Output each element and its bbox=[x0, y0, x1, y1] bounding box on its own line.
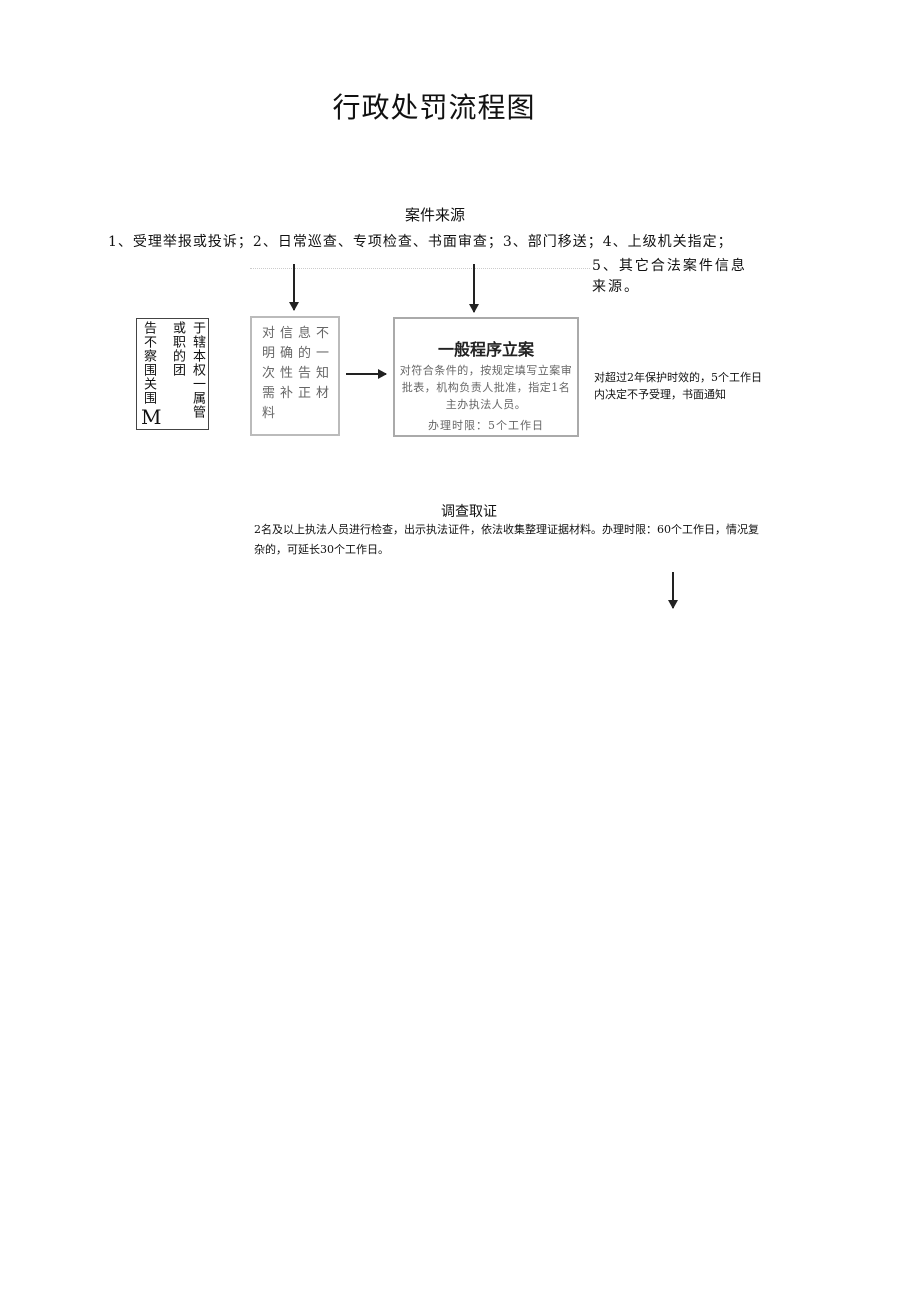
info-notice-box: 对信息不明确的一次性告知需补正材料 bbox=[250, 316, 340, 436]
general-procedure-body: 对符合条件的，按规定填写立案审批表，机构负责人批准，指定1名主办执法人员。 bbox=[399, 364, 573, 411]
investigation-heading: 调查取证 bbox=[441, 504, 497, 520]
jurisdiction-col-1: 于辖本权一属管 bbox=[190, 321, 205, 419]
general-procedure-heading: 一般程序立案 bbox=[437, 340, 534, 359]
page-title: 行政处罚流程图 bbox=[332, 91, 536, 124]
jurisdiction-col-3: 告不察围关围 bbox=[141, 321, 156, 405]
case-source-heading: 案件来源 bbox=[404, 206, 465, 224]
divider bbox=[250, 268, 590, 269]
general-procedure-box: 一般程序立案 对符合条件的，按规定填写立案审批表，机构负责人批准，指定1名主办执… bbox=[393, 317, 579, 437]
case-sources-list: 1、受理举报或投诉；2、日常巡查、专项检查、书面审查；3、部门移送；4、上级机关… bbox=[108, 234, 733, 250]
general-procedure-deadline: 办理时限：5个工作日 bbox=[428, 419, 544, 432]
case-source-5: 5、其它合法案件信息来源。 bbox=[592, 258, 747, 295]
info-notice-text: 对信息不明确的一次性告知需补正材料 bbox=[262, 326, 335, 421]
jurisdiction-col-3-tail: M bbox=[141, 405, 162, 429]
expired-case-note: 对超过2年保护时效的，5个工作日内决定不予受理，书面通知 bbox=[594, 371, 762, 401]
jurisdiction-col-2: 或职的团 bbox=[170, 321, 185, 377]
jurisdiction-box: 于辖本权一属管 或职的团 告不察围关围 M bbox=[136, 318, 209, 430]
investigation-body: 2名及以上执法人员进行检查，出示执法证件，依法收集整理证据材料。办理时限：60个… bbox=[254, 523, 759, 556]
